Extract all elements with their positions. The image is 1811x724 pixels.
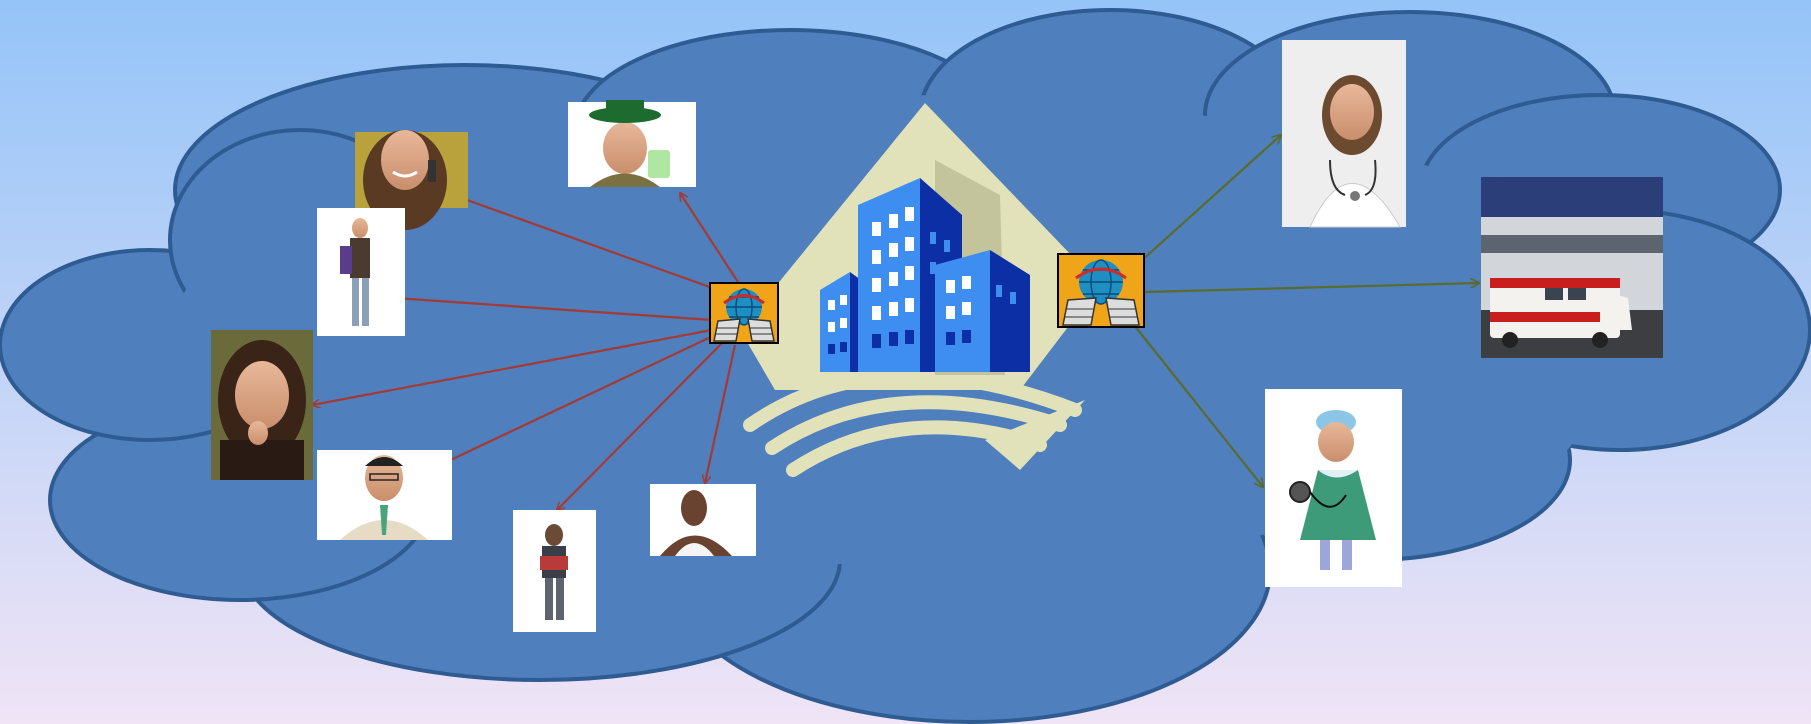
arrow-to-student-girl: [395, 298, 713, 322]
network-gateway-icon: [1057, 253, 1145, 328]
arrow-to-doctor: [1129, 319, 1263, 487]
arrow-to-thinking-woman: [312, 328, 713, 405]
woman-on-phone-photo: [355, 130, 468, 230]
businessman-photo: [317, 450, 452, 540]
nurse-photo: [1282, 40, 1406, 228]
network-gateway-icon: [709, 282, 779, 344]
arrow-to-boy-reading: [557, 339, 726, 510]
left-arrows: [312, 193, 739, 510]
arrow-to-man-green-hat: [680, 193, 739, 283]
arrow-to-ambulance: [1144, 283, 1479, 294]
arrow-to-athlete-man: [705, 344, 737, 483]
thinking-woman-photo: [211, 330, 313, 480]
arrow-to-businessman: [440, 334, 716, 465]
student-girl-photo: [317, 208, 405, 336]
boy-reading-photo: [513, 510, 596, 632]
man-green-hat-photo: [568, 100, 696, 187]
athlete-man-photo: [650, 484, 756, 556]
arrow-to-nurse: [1139, 135, 1281, 263]
building-icon: [740, 103, 1100, 477]
right-arrows: [1129, 135, 1479, 487]
doctor-stethoscope-photo: [1265, 389, 1402, 587]
ambulance-photo: [1481, 177, 1663, 358]
arrow-to-woman-on-phone: [453, 195, 719, 292]
